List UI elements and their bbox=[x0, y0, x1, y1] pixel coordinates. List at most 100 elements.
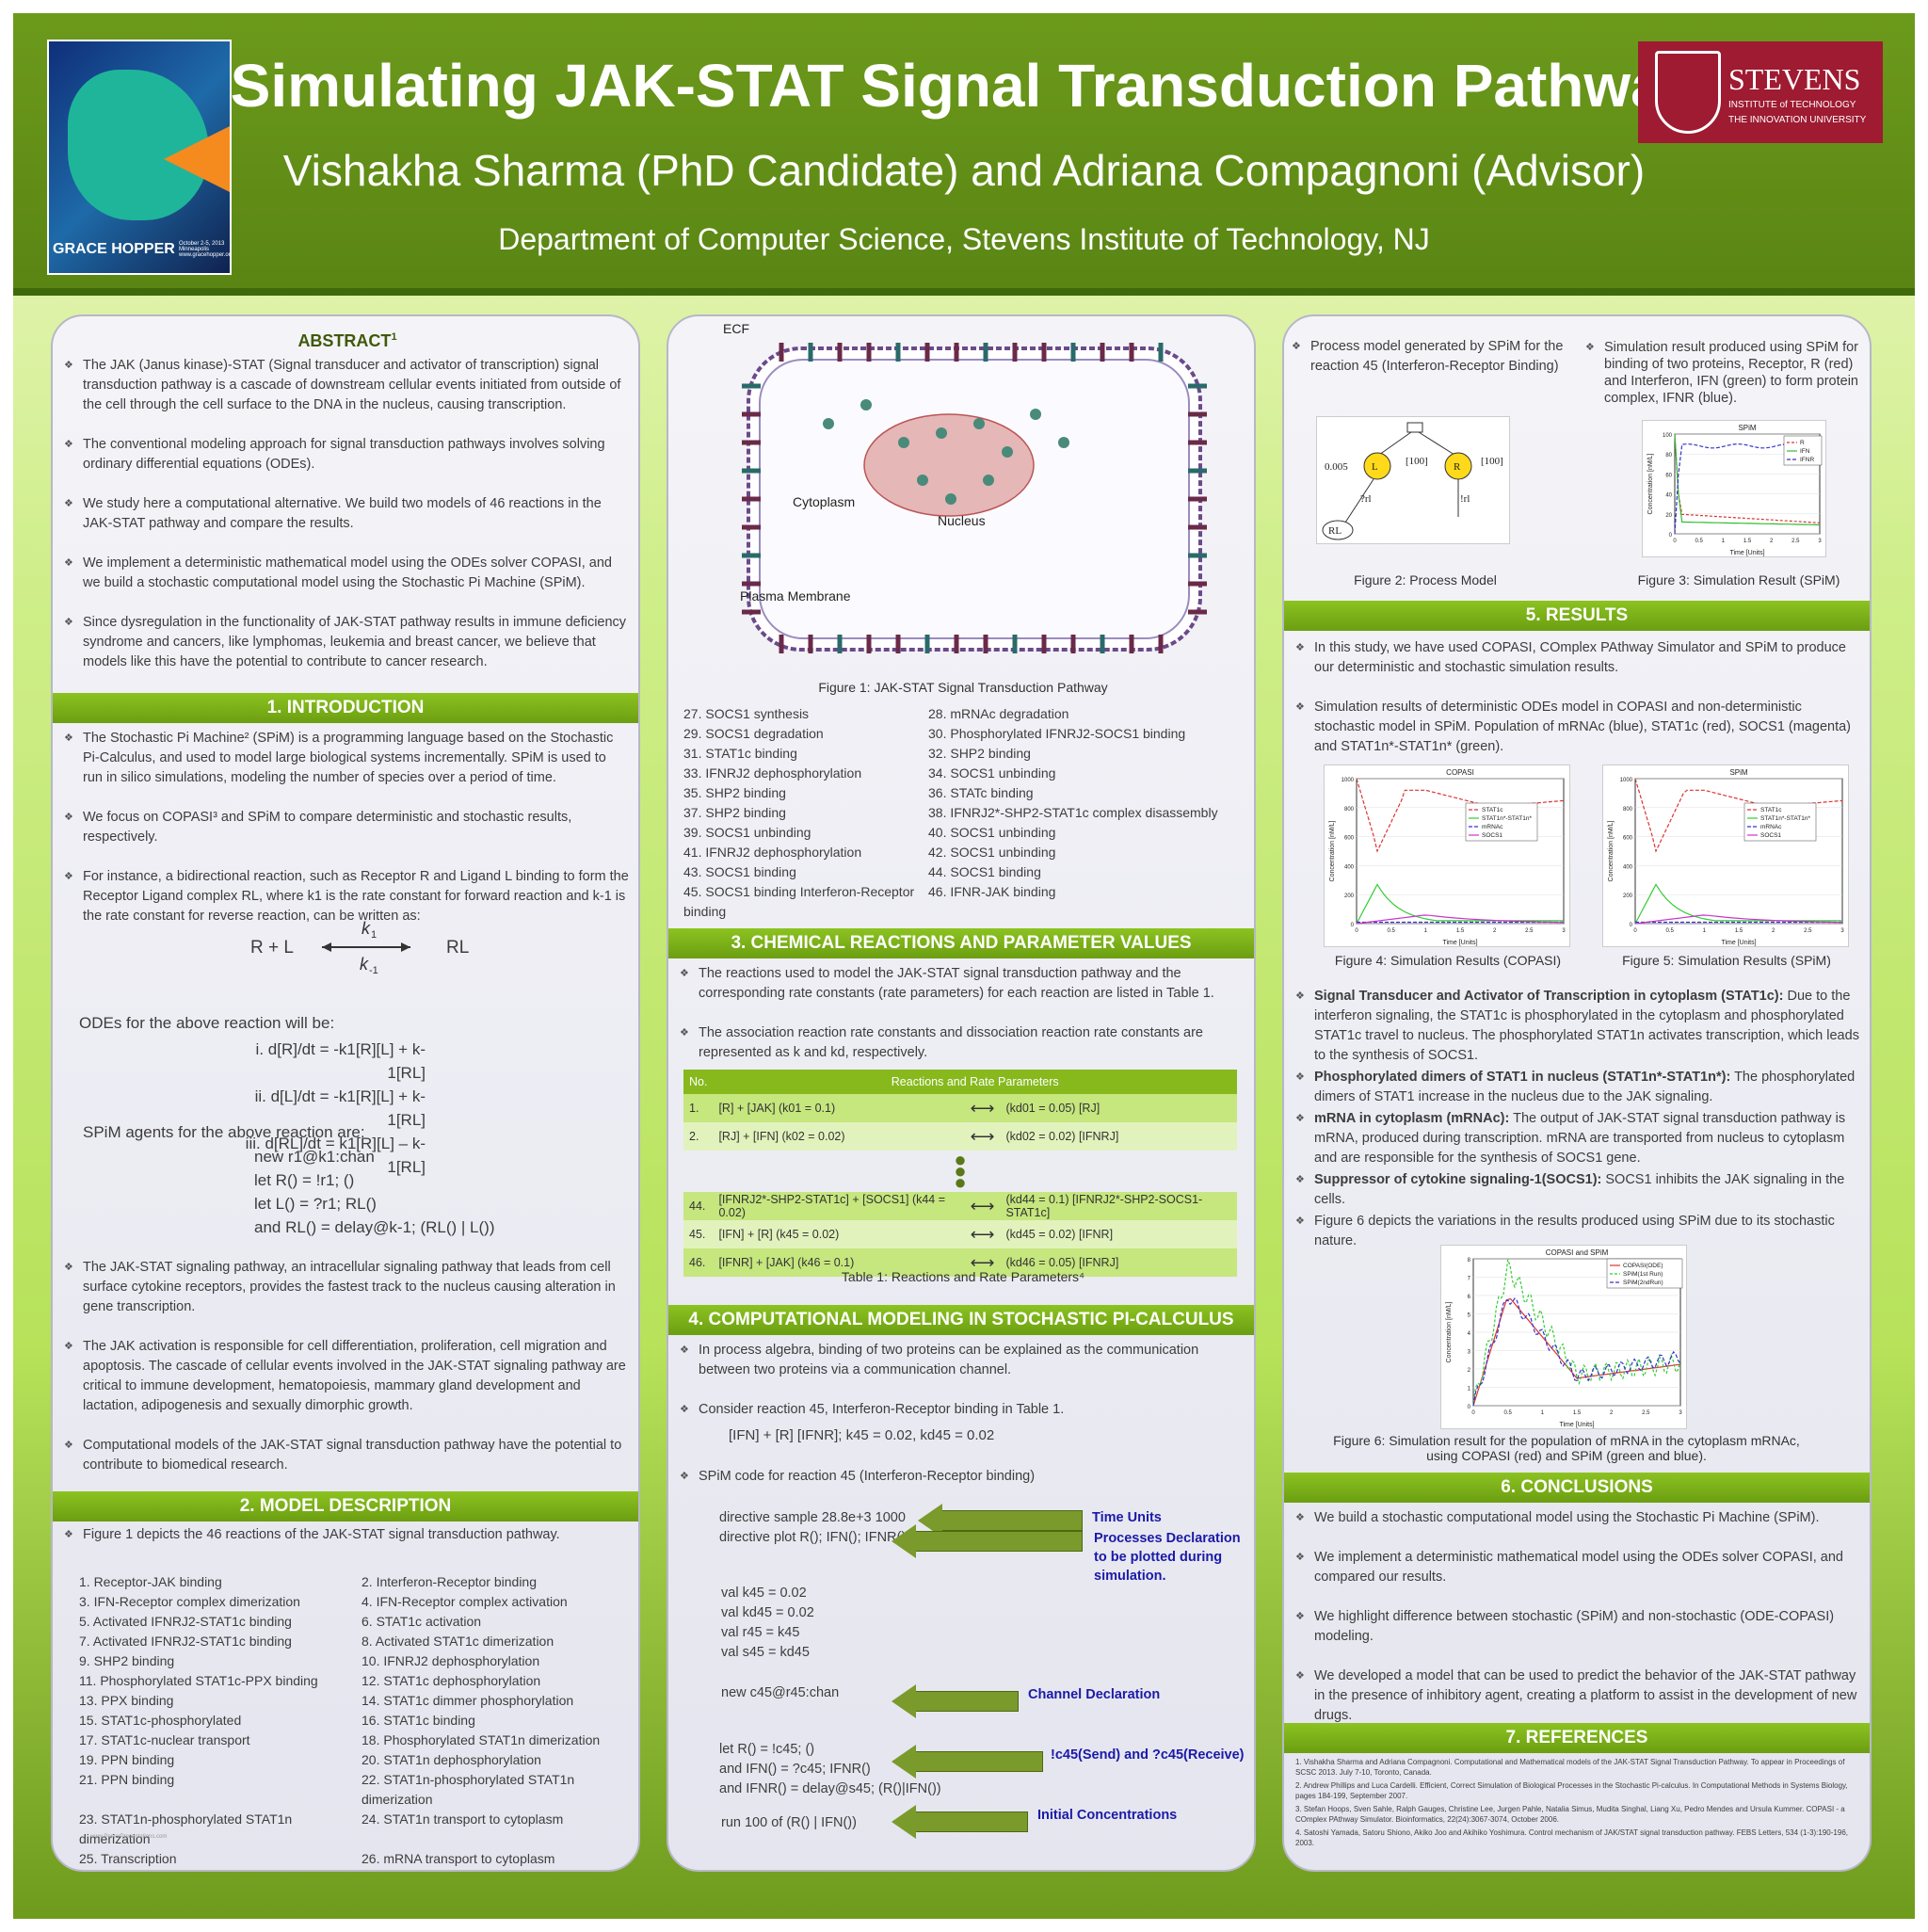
reaction-item: 22. STAT1n-phosphorylated STAT1n dimeriz… bbox=[362, 1772, 575, 1807]
eq-right: RL bbox=[446, 938, 470, 958]
results-detail-text: The phosphorylated dimers of STAT1 incre… bbox=[1314, 1070, 1856, 1104]
fig1-cytoplasm: Cytoplasm bbox=[793, 494, 855, 509]
reaction-item: 14. STAT1c dimmer phosphorylation bbox=[362, 1693, 574, 1708]
fig2-a2: !rl bbox=[1460, 493, 1470, 505]
fig2-R: R bbox=[1454, 461, 1461, 473]
panel-middle: ECF Cytoplasm Nucleus Plasma Membrane Fi… bbox=[667, 314, 1256, 1872]
x-tick-label: 2.5 bbox=[1525, 928, 1534, 934]
x-tick-label: 2.5 bbox=[1642, 1410, 1650, 1416]
y-axis-label: Concentration [nM/L] bbox=[1329, 820, 1336, 881]
table-cell: [IFN] + [R] (k45 = 0.02) bbox=[713, 1220, 965, 1248]
chem-item: The reactions used to model the JAK-STAT… bbox=[680, 964, 1245, 1004]
label-send-receive: !c45(Send) and ?c45(Receive) bbox=[1051, 1747, 1245, 1763]
fig5-caption: Figure 5: Simulation Results (SPiM) bbox=[1622, 953, 1831, 968]
x-tick-label: 0.5 bbox=[1665, 928, 1674, 934]
results-item: In this study, we have used COPASI, COmp… bbox=[1295, 638, 1860, 678]
reaction-item: 25. Transcription bbox=[79, 1851, 177, 1866]
reversible-arrow-icon: ⟷ bbox=[964, 1248, 1001, 1277]
reaction-item: 36. STATc binding bbox=[928, 785, 1034, 800]
chart-title: COPASI and SPiM bbox=[1546, 1248, 1609, 1257]
protein-icon bbox=[973, 418, 985, 429]
reaction-item: 24. STAT1n transport to cytoplasm bbox=[362, 1811, 564, 1827]
table-cell: (kd02 = 0.02) [IFNRJ] bbox=[1000, 1122, 1237, 1151]
table-row: 44.[IFNRJ2*-SHP2-STAT1c] + [SOCS1] (k44 … bbox=[683, 1192, 1237, 1220]
series-line bbox=[1634, 883, 1842, 925]
ode-line: i. d[R]/dt = -k1[R][L] + k-1[RL] bbox=[255, 1040, 426, 1082]
code-line: val s45 = kd45 bbox=[721, 1645, 810, 1660]
fig6-caption: Figure 6: Simulation result for the popu… bbox=[1333, 1433, 1800, 1463]
reaction-item: 41. IFNRJ2 dephosphorylation bbox=[683, 845, 862, 860]
legend-label: STAT1n*-STAT1n* bbox=[1760, 815, 1810, 822]
protein-icon bbox=[936, 427, 947, 439]
arrow-chan-icon bbox=[892, 1684, 1019, 1718]
intro-item: We focus on COPASI³ and SPiM to compare … bbox=[64, 808, 629, 847]
x-tick-label: 2 bbox=[1772, 928, 1775, 934]
x-tick-label: 3 bbox=[1679, 1410, 1682, 1416]
abstract-list: The JAK (Janus kinase)-STAT (Signal tran… bbox=[64, 356, 627, 692]
y-tick-label: 4 bbox=[1468, 1331, 1471, 1337]
protein-icon bbox=[983, 475, 994, 486]
agent-line: new r1@k1:chan bbox=[254, 1148, 375, 1166]
reaction-item: 44. SOCS1 binding bbox=[928, 864, 1041, 879]
x-tick-label: 1.5 bbox=[1573, 1410, 1582, 1416]
x-tick-label: 1.5 bbox=[1735, 928, 1743, 934]
comp-item-3: SPiM code for reaction 45 (Interferon-Re… bbox=[680, 1467, 1245, 1487]
x-axis-label: Time [Units] bbox=[1559, 1422, 1594, 1428]
table1-caption: Table 1: Reactions and Rate Parameters⁴ bbox=[841, 1269, 1085, 1284]
plot-area bbox=[1356, 778, 1565, 925]
ode-line: iii. d[RL]/dt = k1[R][L] – k-1[RL] bbox=[245, 1135, 426, 1176]
y-tick-label: 0 bbox=[1351, 923, 1355, 928]
series-line bbox=[1674, 433, 1821, 526]
reaction-item: 13. PPX binding bbox=[79, 1693, 174, 1708]
spim-code-chan: new c45@r45:chan bbox=[721, 1685, 840, 1700]
reaction-item: 40. SOCS1 unbinding bbox=[928, 825, 1056, 840]
x-tick-label: 0.5 bbox=[1695, 539, 1703, 544]
reaction-item: 7. Activated IFNRJ2-STAT1c binding bbox=[79, 1634, 292, 1649]
table-cell: 1. bbox=[683, 1094, 714, 1122]
agent-line: and RL() = delay@k-1; (RL() | L()) bbox=[254, 1218, 495, 1236]
reaction-item: 9. SHP2 binding bbox=[79, 1653, 175, 1668]
reference-item: 2. Andrew Phillips and Luca Cardelli. Ef… bbox=[1295, 1781, 1848, 1800]
reaction-item: 23. STAT1n-phosphorylated STAT1n dimeriz… bbox=[79, 1811, 293, 1846]
abstract-item: The JAK (Janus kinase)-STAT (Signal tran… bbox=[64, 356, 627, 415]
comp-item-1: In process algebra, binding of two prote… bbox=[680, 1341, 1245, 1380]
legend-label: STAT1c bbox=[1482, 807, 1503, 813]
fig1-caption: Figure 1: JAK-STAT Signal Transduction P… bbox=[818, 680, 1108, 695]
panel-right: Process model generated by SPiM for the … bbox=[1282, 314, 1872, 1872]
reaction-item: 16. STAT1c binding bbox=[362, 1713, 475, 1728]
y-tick-label: 0 bbox=[1468, 1405, 1471, 1410]
y-tick-label: 0 bbox=[1630, 923, 1633, 928]
code-line: and IFN() = ?c45; IFNR() bbox=[719, 1762, 871, 1777]
abstract-item: We implement a deterministic mathematica… bbox=[64, 554, 627, 593]
results-item: Simulation results of deterministic ODEs… bbox=[1295, 698, 1860, 757]
fig3-intro-text: Simulation result produced using SPiM fo… bbox=[1585, 339, 1864, 407]
legend-label: SPiM(2ndRun) bbox=[1623, 1280, 1663, 1286]
x-tick-label: 0.5 bbox=[1387, 928, 1395, 934]
reaction-item: 26. mRNA transport to cytoplasm bbox=[362, 1851, 555, 1866]
table-cell: [IFNR] + [JAK] (k46 = 0.1) bbox=[713, 1248, 965, 1277]
conclusion-item: We developed a model that can be used to… bbox=[1295, 1666, 1860, 1726]
y-axis-label: Concentration [nM/L] bbox=[1446, 1301, 1453, 1362]
reaction-item: 2. Interferon-Receptor binding bbox=[362, 1574, 537, 1589]
poster-department: Department of Computer Science, Stevens … bbox=[498, 222, 1430, 256]
reaction-item: 21. PPN binding bbox=[79, 1772, 175, 1787]
intro-heading: 1. INTRODUCTION bbox=[53, 693, 638, 723]
x-tick-label: 0.5 bbox=[1503, 1410, 1512, 1416]
arrow-send-icon bbox=[892, 1745, 1043, 1779]
reaction-item: 35. SHP2 binding bbox=[683, 785, 786, 800]
reaction-item: 10. IFNRJ2 dephosphorylation bbox=[362, 1653, 540, 1668]
stevens-line2: THE INNOVATION UNIVERSITY bbox=[1728, 115, 1867, 125]
y-tick-label: 1000 bbox=[1620, 778, 1633, 783]
reaction-item: 4. IFN-Receptor complex activation bbox=[362, 1594, 568, 1609]
y-tick-label: 600 bbox=[1623, 836, 1633, 842]
references-list: 1. Vishakha Sharma and Adriana Compagnon… bbox=[1295, 1757, 1860, 1851]
fig2-intro: Process model generated by SPiM for the … bbox=[1292, 337, 1565, 396]
reaction-item: 30. Phosphorylated IFNRJ2-SOCS1 binding bbox=[928, 726, 1186, 741]
protein-icon bbox=[917, 475, 928, 486]
